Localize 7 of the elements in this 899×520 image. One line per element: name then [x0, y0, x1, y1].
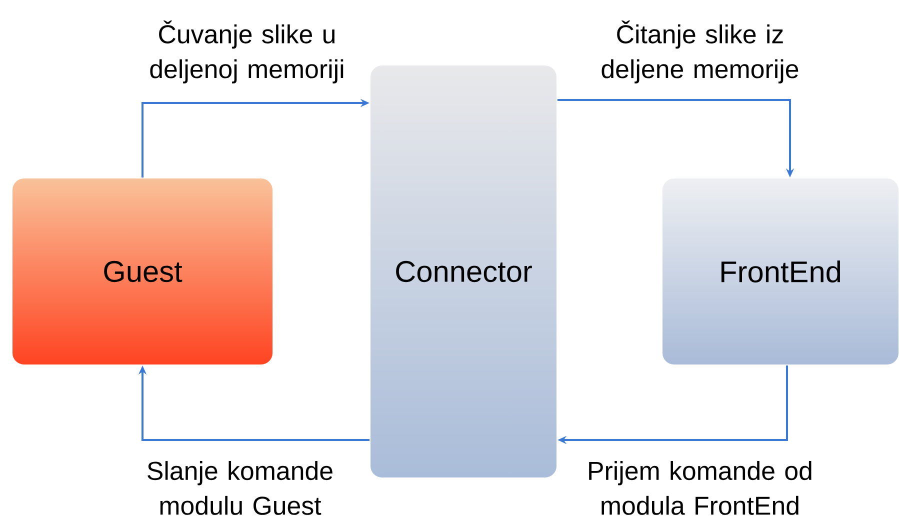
process-box: Connector — [370, 64, 558, 478]
edge-label: Prijem komande od modula FrontEnd — [589, 461, 812, 515]
edge-label: Čuvanje slike u deljenoj memoriji — [150, 20, 344, 84]
process-box: Guest — [12, 178, 274, 366]
edge-label: Slanje komande modulu Guest — [148, 461, 332, 515]
process-box: FrontEnd — [662, 178, 899, 366]
edge-label: Čitanje slike iz deljene memorije — [602, 20, 798, 84]
